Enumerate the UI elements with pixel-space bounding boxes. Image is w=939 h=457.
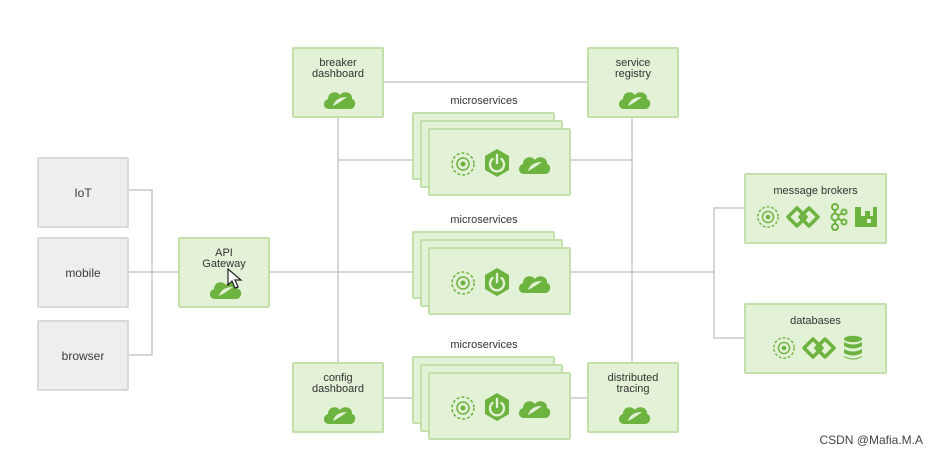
databases: databases: [744, 303, 887, 374]
message-brokers: message brokers: [744, 173, 887, 244]
client-mobile: mobile: [37, 237, 129, 308]
microservices-top-caption: microservices: [450, 95, 518, 107]
client-browser: browser: [37, 320, 129, 391]
service-registry: service registry: [587, 47, 679, 118]
microservice-card-front: [428, 128, 571, 196]
client-mobile-label: mobile: [65, 265, 101, 280]
spring-leaf-icon: [451, 271, 475, 295]
kafka-icon: [830, 203, 848, 231]
api-gateway-label-line2: Gateway: [202, 258, 246, 270]
microservice-card-front: [428, 372, 571, 440]
watermark: CSDN @Mafia.M.A: [819, 433, 923, 447]
config-dashboard-label-line2: dashboard: [312, 383, 364, 395]
breaker-dashboard-label-line1: breaker: [319, 57, 357, 69]
spring-cloud-icon: [323, 407, 356, 424]
breaker-dashboard-label-line2: dashboard: [312, 68, 364, 80]
mouse-cursor-icon: [227, 268, 243, 289]
spring-cloud-icon: [618, 92, 651, 109]
microservices-bottom-caption: microservices: [450, 339, 518, 351]
database-icon: [844, 335, 862, 360]
breaker-dashboard: breaker dashboard: [292, 47, 384, 118]
spring-leaf-icon: [757, 206, 779, 228]
config-dashboard-label-line1: config: [323, 372, 353, 384]
spring-leaf-icon: [451, 396, 475, 420]
spring-cloud-icon: [618, 407, 651, 424]
microservices-middle-caption: microservices: [450, 214, 518, 226]
spring-cloud-icon: [518, 401, 551, 418]
client-iot: IoT: [37, 157, 129, 228]
spring-leaf-icon: [773, 337, 795, 359]
client-iot-label: IoT: [74, 185, 92, 200]
spring-cloud-icon: [518, 276, 551, 293]
rabbitmq-icon: [786, 206, 820, 228]
spring-cloud-icon: [323, 92, 356, 109]
service-registry-label-line2: registry: [614, 68, 652, 80]
message-brokers-label: message brokers: [773, 185, 858, 197]
distributed-tracing-label-line2: tracing: [616, 383, 650, 395]
rabbitmq-icon: [855, 207, 877, 227]
spring-boot-power-icon: [485, 149, 509, 177]
distributed-tracing: distributed tracing: [587, 362, 679, 433]
rabbitmq-icon: [802, 337, 836, 359]
service-registry-label-line1: service: [615, 57, 651, 69]
spring-cloud-icon: [518, 157, 551, 174]
api-gateway: API Gateway: [178, 237, 270, 308]
api-gateway-label-line1: API: [215, 247, 233, 259]
spring-boot-power-icon: [485, 393, 509, 421]
spring-boot-power-icon: [485, 268, 509, 296]
microservice-card-front: [428, 247, 571, 315]
databases-label: databases: [790, 315, 841, 327]
client-browser-label: browser: [61, 348, 105, 363]
spring-leaf-icon: [451, 152, 475, 176]
distributed-tracing-label-line1: distributed: [607, 372, 659, 384]
spring-cloud-icon: [209, 282, 242, 299]
config-dashboard: config dashboard: [292, 362, 384, 433]
